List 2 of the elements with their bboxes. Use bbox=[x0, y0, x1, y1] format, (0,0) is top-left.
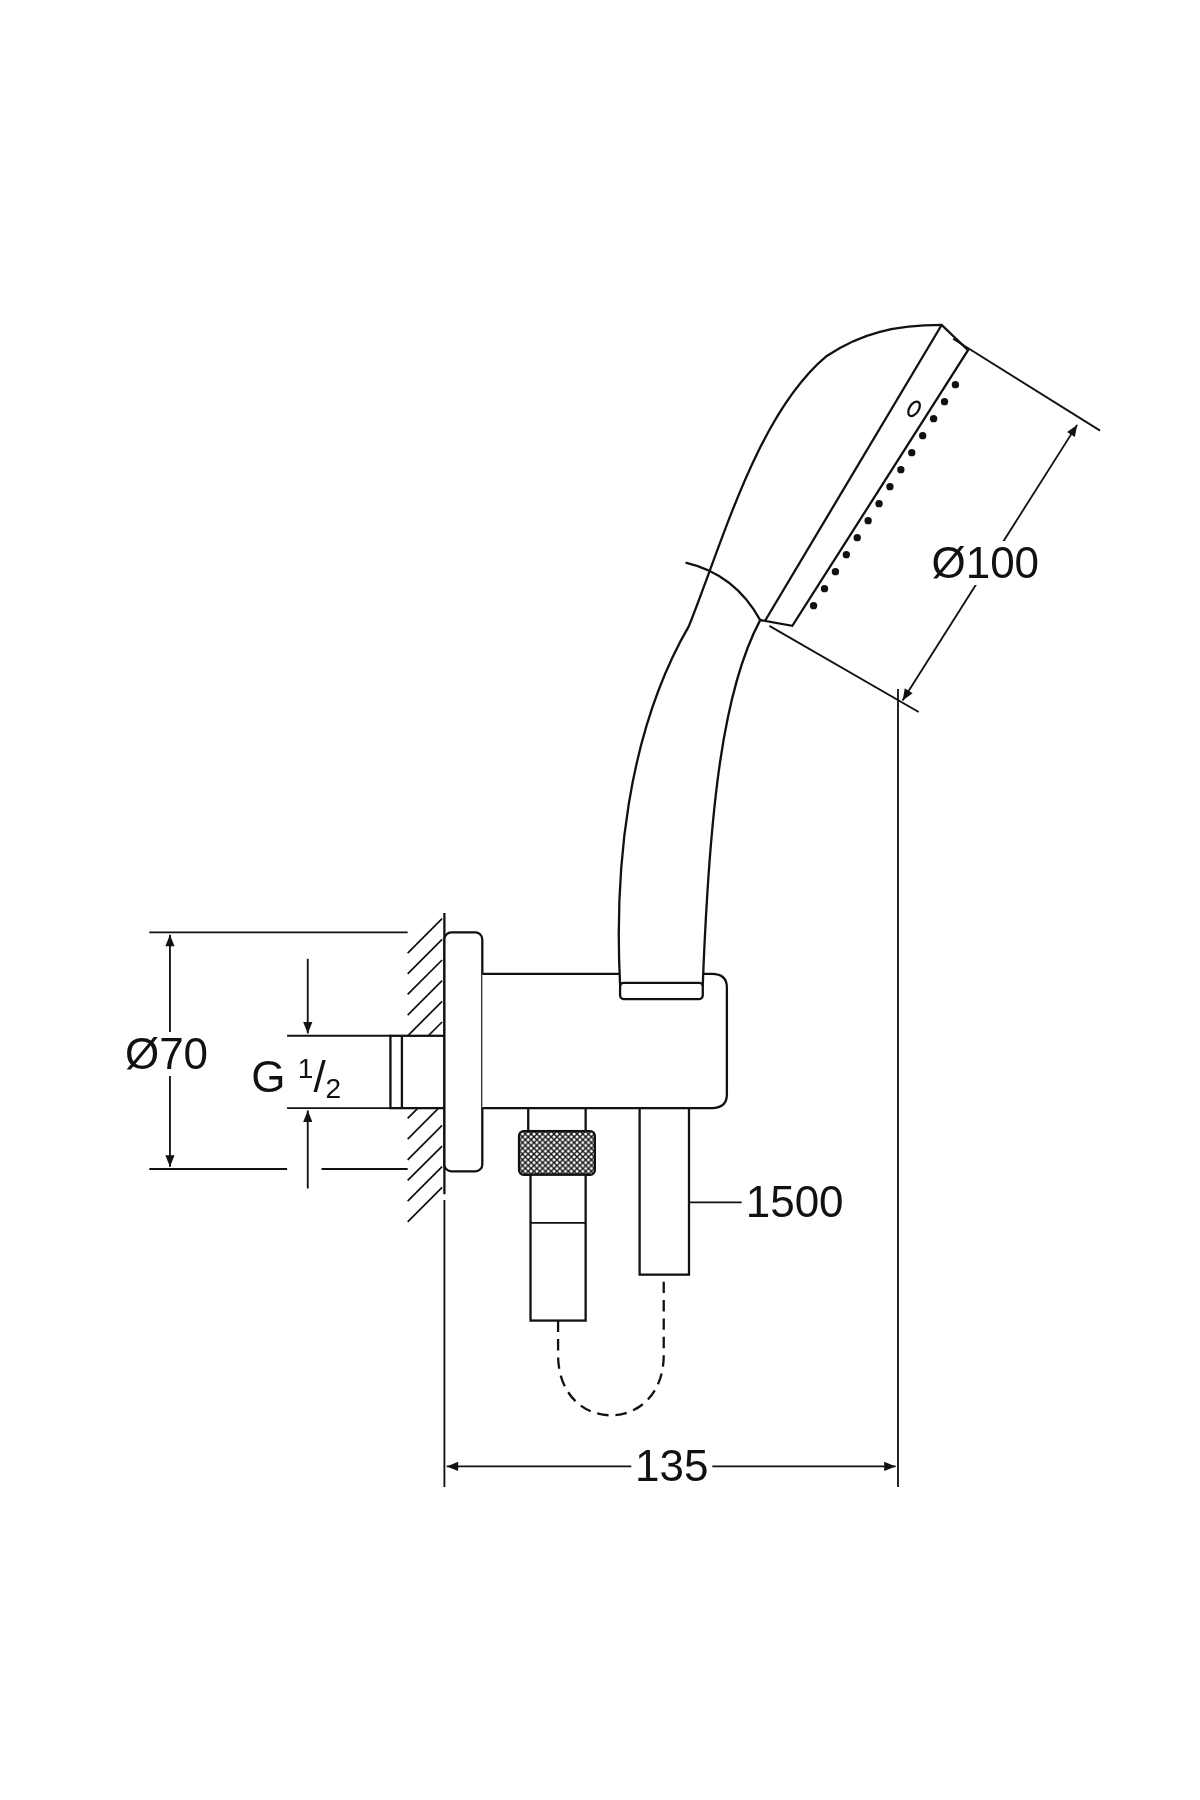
leader-line bbox=[688, 1201, 743, 1204]
hose-drawing bbox=[556, 1107, 691, 1417]
